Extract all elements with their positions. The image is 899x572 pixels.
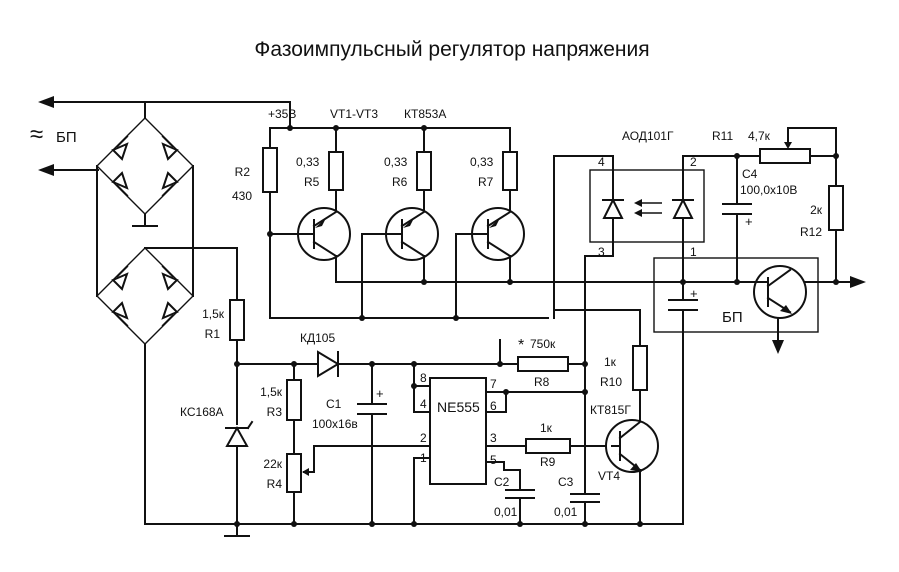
label-c4-name: С4 xyxy=(742,167,758,181)
label-r3-name: R3 xyxy=(267,405,283,419)
label-r6-value: 0,33 xyxy=(384,155,408,169)
label-aod: АОД101Г xyxy=(622,129,674,143)
ic-pin-6: 6 xyxy=(490,399,497,413)
label-r2-value: 430 xyxy=(232,189,252,203)
label-r5-value: 0,33 xyxy=(296,155,320,169)
label-r9-value: 1к xyxy=(540,421,553,435)
supply-rail xyxy=(269,101,511,153)
label-r8-name: R8 xyxy=(534,375,550,389)
label-c2-name: С2 xyxy=(494,475,510,489)
label-r8-star: * xyxy=(518,337,524,354)
diagram-title: Фазоимпульсный регулятор напряжения xyxy=(254,38,649,61)
label-r7-value: 0,33 xyxy=(470,155,494,169)
label-r4-name: R4 xyxy=(267,477,283,491)
label-diode: КД105 xyxy=(300,331,335,345)
ic-pin-5: 5 xyxy=(490,453,497,467)
ic-pin-1: 1 xyxy=(420,451,427,465)
resistor-r12 xyxy=(828,155,844,285)
zener-kc168a xyxy=(224,420,254,537)
opto-pin-3: 3 xyxy=(598,245,605,259)
psu-label-right: БП xyxy=(722,309,743,326)
label-c4-plus: + xyxy=(745,214,753,229)
label-r11-value: 4,7к xyxy=(748,129,771,143)
opto-pin-1: 1 xyxy=(690,245,697,259)
transistor-vt4 xyxy=(605,419,659,527)
ic-pin-3: 3 xyxy=(490,431,497,445)
ic-label: NE555 xyxy=(437,399,480,415)
transistor-vt2 xyxy=(361,207,439,319)
psu-module-right xyxy=(653,257,819,525)
label-kt853a: КТ853А xyxy=(404,107,446,121)
ground-rail xyxy=(144,521,684,527)
label-c4-value: 100,0х10В xyxy=(740,183,797,197)
upper-diode-bridge xyxy=(96,101,194,297)
label-r7-name: R7 xyxy=(478,175,494,189)
label-r2-name: R2 xyxy=(235,165,251,179)
label-r5-name: R5 xyxy=(304,175,320,189)
label-vt1-vt3: VT1-VT3 xyxy=(330,107,378,121)
diode-kd105 xyxy=(236,339,503,378)
label-r8-value: 750к xyxy=(530,337,556,351)
capacitor-c4 xyxy=(722,155,752,283)
label-c2-value: 0,01 xyxy=(494,505,518,519)
resistor-r7 xyxy=(502,151,518,211)
ac-symbol: ≈ xyxy=(30,121,43,148)
capacitor-c2 xyxy=(503,469,535,527)
label-vt4: VT4 xyxy=(598,469,620,483)
label-r9-name: R9 xyxy=(540,455,556,469)
ic-pin-2: 2 xyxy=(420,431,427,445)
label-r12-name: R12 xyxy=(800,225,822,239)
psu-output-arrows xyxy=(38,96,291,176)
resistor-r11 xyxy=(734,127,839,164)
resistor-r6 xyxy=(416,151,432,211)
ic-pin-4: 4 xyxy=(420,397,427,411)
label-r10-value: 1к xyxy=(604,355,617,369)
label-c3-name: С3 xyxy=(558,475,574,489)
label-r3-value: 1,5к xyxy=(260,385,283,399)
resistor-r2 xyxy=(262,147,278,299)
label-kt815: КТ815Г xyxy=(590,403,631,417)
label-r10-name: R10 xyxy=(600,375,622,389)
label-c3-value: 0,01 xyxy=(554,505,578,519)
psu-label-left: БП xyxy=(56,129,77,146)
capacitor-c1 xyxy=(357,363,387,527)
resistor-r1 xyxy=(229,247,245,425)
transistor-vt1 xyxy=(269,207,351,283)
ic-ne555 xyxy=(411,363,588,525)
label-r4-value: 22к xyxy=(263,457,282,471)
resistor-r10 xyxy=(553,309,648,421)
label-zener: КС168А xyxy=(180,405,224,419)
opto-pin-2: 2 xyxy=(690,155,697,169)
lower-diode-bridge xyxy=(96,247,238,525)
label-psu-right-plus: + xyxy=(690,286,698,301)
resistor-r5 xyxy=(328,151,344,211)
resistor-r9 xyxy=(525,438,613,454)
label-35v: +35В xyxy=(268,107,296,121)
label-c1-plus: + xyxy=(376,386,384,401)
label-r1-name: R1 xyxy=(205,327,221,341)
label-r11-name: R11 xyxy=(712,129,733,143)
label-r6-name: R6 xyxy=(392,175,408,189)
ic-pin-7: 7 xyxy=(490,377,497,391)
resistor-r8 xyxy=(499,356,588,372)
label-r12-value: 2к xyxy=(810,203,823,217)
optocoupler xyxy=(553,155,761,479)
label-c1-value: 100х16в xyxy=(312,417,358,431)
resistor-r4 xyxy=(286,445,415,527)
label-r1-value: 1,5к xyxy=(202,307,225,321)
resistor-r3 xyxy=(286,363,302,455)
label-c1-name: С1 xyxy=(326,397,342,411)
capacitor-c3 xyxy=(570,477,600,527)
transistor-vt3 xyxy=(455,207,525,319)
opto-pin-4: 4 xyxy=(598,155,605,169)
ic-pin-8: 8 xyxy=(420,371,427,385)
